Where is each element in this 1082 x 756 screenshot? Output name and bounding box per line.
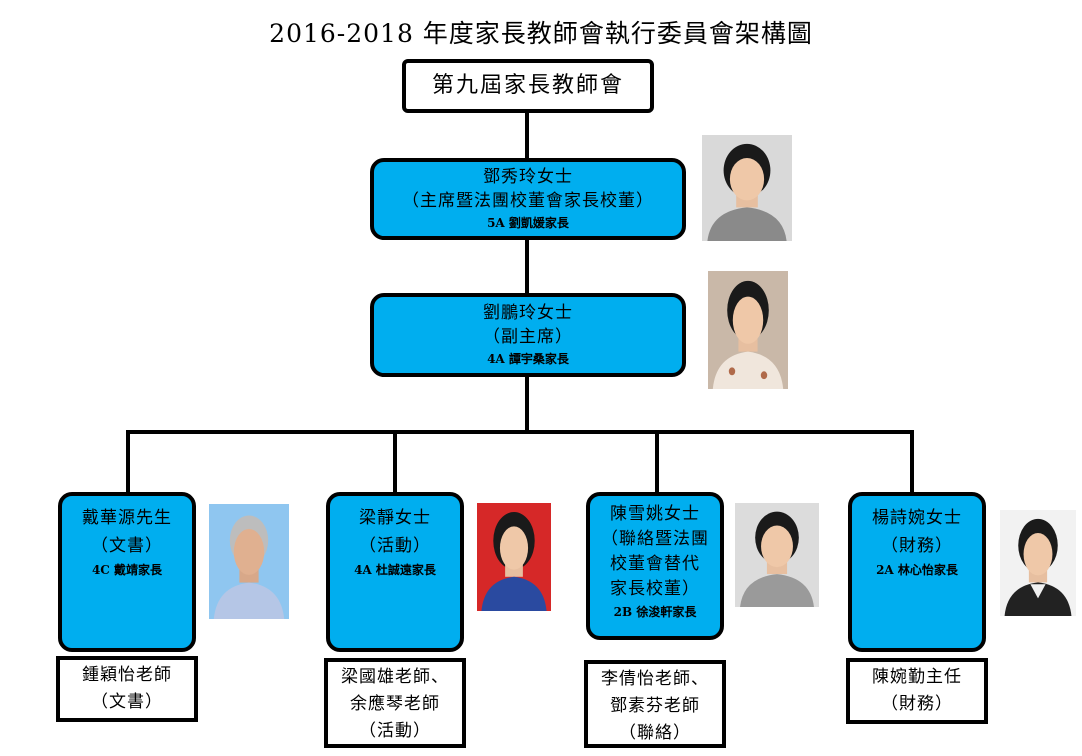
chart-title: 2016-2018 年度家長教師會執行委員會架構圖 [269, 19, 813, 48]
vice-box: 劉鵬玲女士 （副主席） 4A 譚宇桑家長 [370, 293, 686, 377]
member-role-line: （聯絡暨法團 [601, 529, 709, 549]
chair-role: （主席暨法團校董會家長校董） [402, 191, 654, 211]
teacher-line: （文書） [91, 692, 163, 712]
teacher-line: 鄧素芬老師 [610, 696, 700, 716]
member-box-1: 戴華源先生 （文書） 4C 戴靖家長 [58, 492, 196, 652]
member-box-2: 梁靜女士 （活動） 4A 杜誠遠家長 [326, 492, 464, 652]
connector-root-chair [525, 112, 529, 160]
teacher-line: （財務） [881, 694, 953, 714]
teacher-line: 鍾穎怡老師 [82, 665, 172, 685]
root-box: 第九屆家長教師會 [402, 59, 654, 113]
connector-drop-1 [126, 430, 130, 494]
member-role-line: 家長校董） [610, 579, 700, 599]
teacher-box-2: 梁國雄老師、 余應琴老師 （活動） [324, 658, 466, 748]
chair-box: 鄧秀玲女士 （主席暨法團校董會家長校董） 5A 劉凱媛家長 [370, 158, 686, 240]
connector-chair-vice [525, 238, 529, 295]
member-photo-1 [209, 504, 289, 619]
chair-parent: 5A 劉凱媛家長 [487, 216, 569, 230]
chair-name: 鄧秀玲女士 [483, 167, 573, 187]
member-name: 戴華源先生 [82, 508, 172, 528]
member-name: 梁靜女士 [359, 508, 431, 528]
root-label: 第九屆家長教師會 [431, 73, 624, 98]
member-photo-2 [477, 503, 551, 611]
vice-photo [708, 271, 788, 389]
connector-drop-2 [393, 430, 397, 494]
member-role: （文書） [91, 536, 163, 556]
member-parent: 4C 戴靖家長 [91, 563, 163, 577]
member-box-3: 陳雪姚女士 （聯絡暨法團 校董會替代 家長校董） 2B 徐浚軒家長 [586, 492, 724, 640]
member-parent: 2B 徐浚軒家長 [613, 605, 697, 619]
connector-drop-4 [910, 430, 914, 494]
member-photo-3 [735, 503, 819, 607]
member-name: 陳雪姚女士 [610, 504, 700, 524]
teacher-box-3: 李倩怡老師、 鄧素芬老師 （聯絡） [584, 660, 726, 748]
connector-vice-bus [525, 376, 529, 432]
member-photo-4 [1000, 510, 1076, 616]
teacher-box-4: 陳婉勤主任 （財務） [846, 658, 988, 724]
member-role-line: 校董會替代 [610, 554, 700, 574]
vice-role: （副主席） [483, 327, 573, 347]
teacher-line: （活動） [359, 721, 431, 741]
connector-drop-3 [655, 430, 659, 494]
member-role: （財務） [881, 536, 953, 556]
member-role: （活動） [359, 536, 431, 556]
member-parent: 2A 林心怡家長 [876, 563, 958, 577]
chair-photo [702, 135, 792, 241]
teacher-line: 李倩怡老師、 [601, 669, 709, 689]
member-parent: 4A 杜誠遠家長 [354, 563, 436, 577]
teacher-line: 梁國雄老師、 [341, 667, 449, 687]
member-name: 楊詩婉女士 [872, 508, 962, 528]
connector-bus [126, 430, 914, 434]
vice-name: 劉鵬玲女士 [483, 303, 573, 323]
teacher-line: 余應琴老師 [350, 694, 440, 714]
teacher-line: 陳婉勤主任 [872, 667, 962, 687]
vice-parent: 4A 譚宇桑家長 [487, 352, 569, 366]
teacher-box-1: 鍾穎怡老師 （文書） [56, 656, 198, 722]
member-box-4: 楊詩婉女士 （財務） 2A 林心怡家長 [848, 492, 986, 652]
teacher-line: （聯絡） [619, 723, 691, 743]
